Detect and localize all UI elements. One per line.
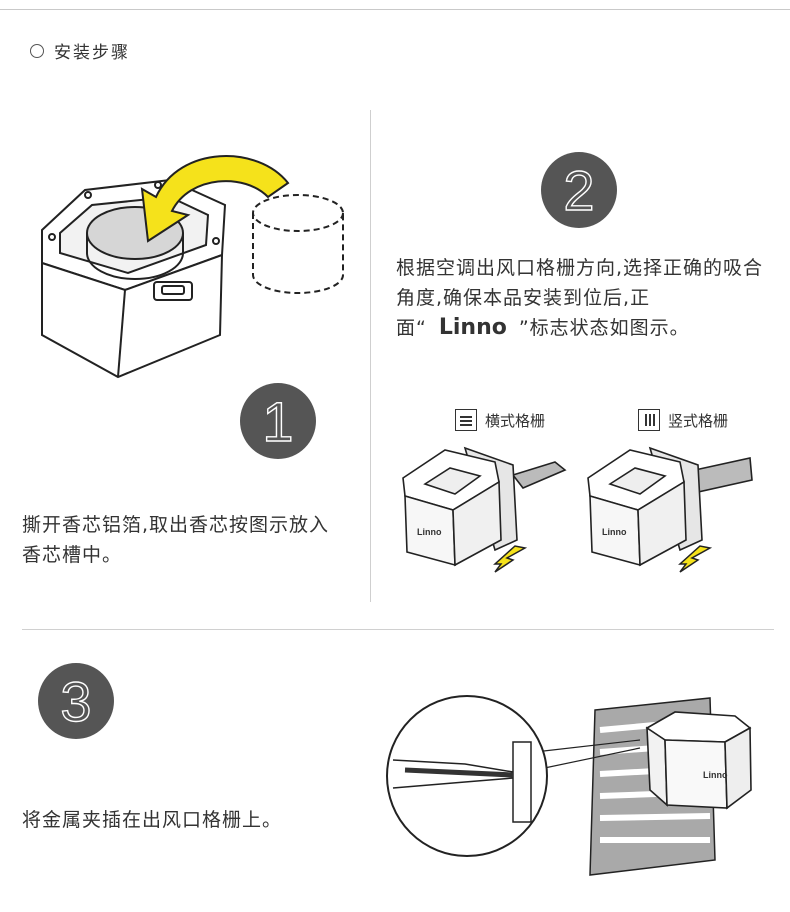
curved-arrow-icon: [140, 155, 290, 243]
step-3-caption: 将金属夹插在出风口格栅上。: [22, 809, 283, 831]
horizontal-grille-icon: [455, 409, 477, 431]
step-2-caption: 根据空调出风口格栅方向,选择正确的吸合角度,确保本品安装到位后,正面“Linno…: [396, 253, 771, 343]
step-3-digit: 3: [60, 670, 91, 733]
vertical-grille-label: 竖式格栅: [638, 409, 728, 431]
step1-illustration: [41, 155, 344, 379]
brand-name: Linno: [438, 315, 507, 340]
fragrance-cartridge-icon: [252, 194, 344, 294]
horizontal-mount-illustration: Linno: [402, 446, 567, 573]
vertical-mount-illustration: Linno: [587, 446, 753, 573]
product-mark-2: Linno: [602, 527, 627, 537]
step-2-number: 2: [541, 152, 617, 228]
product-mark-1: Linno: [417, 527, 442, 537]
vertical-grille-text: 竖式格栅: [668, 411, 729, 430]
step-3-number: 3: [38, 663, 114, 739]
top-rule: [0, 9, 790, 10]
step3-illustration: Linno: [386, 695, 752, 876]
step-2-text-after: ”标志状态如图示。: [518, 317, 690, 339]
step-2-digit: 2: [563, 159, 594, 222]
section-divider: [22, 629, 774, 630]
diffuser-cube-icon: [41, 178, 227, 379]
step-2-text-before: 根据空调出风口格栅方向,选择正确的吸合角度,确保本品安装到位后,正面“: [396, 257, 764, 339]
section-title: 安装步骤: [54, 43, 130, 63]
step-1-caption: 撕开香芯铝箔,取出香芯按图示放入香芯槽中。: [22, 514, 330, 566]
magnified-clip-icon: [386, 695, 548, 857]
column-divider: [370, 110, 371, 602]
step-1-digit: 1: [262, 390, 293, 453]
mounted-diffuser-icon: [645, 711, 752, 810]
circle-bullet-icon: [30, 43, 44, 58]
left-arrow-icon: [678, 545, 713, 573]
left-arrow-icon: [493, 545, 528, 573]
vertical-grille-icon: [638, 409, 660, 431]
horizontal-grille-text: 横式格栅: [485, 411, 546, 430]
section-header: 安装步骤: [30, 38, 130, 63]
product-mark-3: Linno: [703, 770, 728, 780]
step-1-number: 1: [240, 383, 316, 459]
horizontal-grille-label: 横式格栅: [455, 409, 545, 431]
